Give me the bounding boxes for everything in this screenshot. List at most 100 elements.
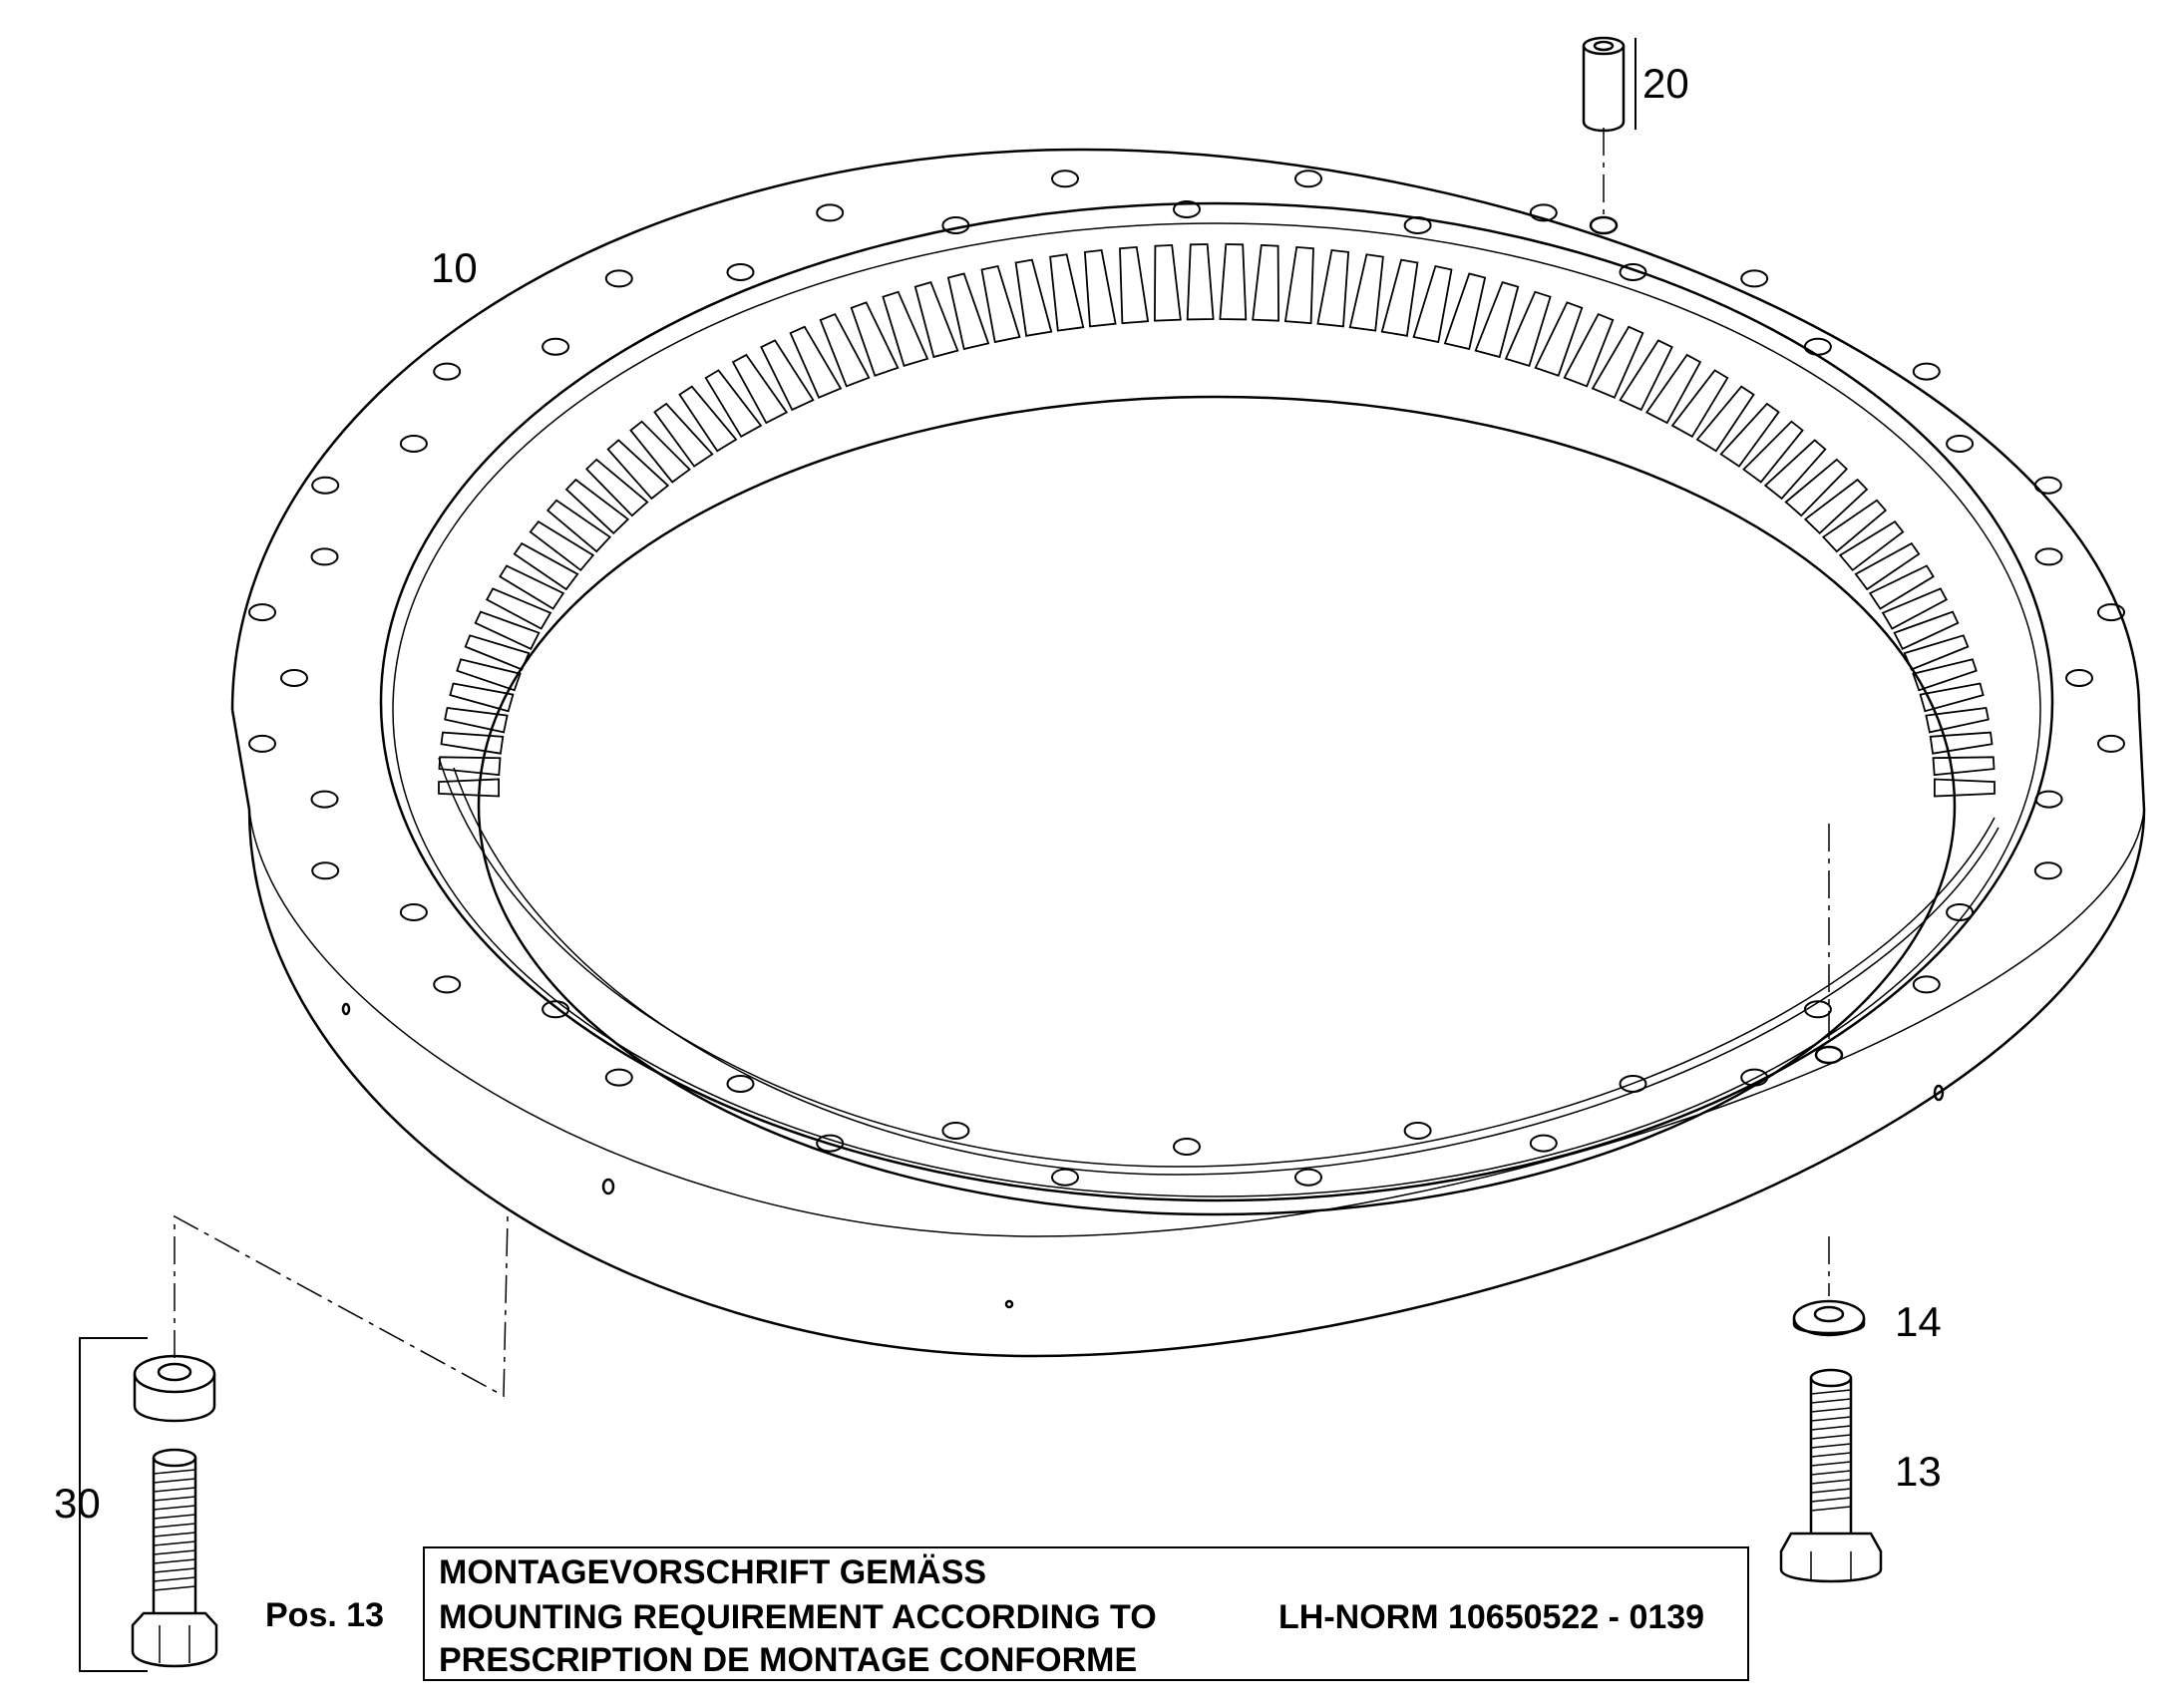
gear-tooth bbox=[1283, 245, 1314, 325]
assembly-center-line bbox=[174, 1214, 509, 1398]
slewing-ring bbox=[230, 148, 2146, 1358]
gear-tooth bbox=[545, 499, 612, 553]
bolt-hole bbox=[542, 337, 570, 356]
bolt-hole bbox=[311, 476, 340, 495]
gear-tooth bbox=[678, 385, 738, 453]
bolt-hole bbox=[1619, 263, 1647, 281]
gear-tooth bbox=[513, 541, 579, 591]
spacer-sleeve-top bbox=[133, 1354, 216, 1394]
bolt-thread bbox=[1810, 1416, 1852, 1422]
bolt-hole bbox=[433, 975, 462, 994]
gear-tooth bbox=[1932, 756, 1996, 777]
bolt-hole bbox=[1619, 1075, 1647, 1093]
bolt-hole bbox=[1403, 216, 1432, 234]
bolt-hole bbox=[1912, 362, 1941, 381]
bolt-hole bbox=[1803, 337, 1832, 356]
bolt-thread bbox=[1810, 1461, 1852, 1467]
gear-tooth bbox=[1534, 301, 1584, 377]
gear-tooth bbox=[731, 353, 789, 425]
bolt-hole bbox=[2097, 603, 2125, 622]
bolt-hole bbox=[2065, 669, 2093, 687]
callout-washer: 14 bbox=[1895, 1298, 1942, 1345]
bolt-thread bbox=[153, 1523, 196, 1529]
gear-tooth bbox=[1838, 520, 1905, 572]
bolt-thread bbox=[1810, 1398, 1852, 1404]
callout-bolt: 13 bbox=[1895, 1448, 1942, 1495]
gear-tooth bbox=[1083, 249, 1117, 328]
ring-inner-seam bbox=[438, 757, 1996, 1168]
gear-tooth bbox=[474, 610, 541, 650]
bolt-hole bbox=[399, 435, 428, 453]
gear-tooth bbox=[704, 369, 763, 439]
bolt-thread bbox=[1810, 1425, 1852, 1431]
bolt-hole bbox=[1529, 1134, 1558, 1153]
gear-tooth bbox=[913, 281, 959, 359]
side-hole bbox=[341, 1002, 351, 1016]
bolt-thread bbox=[153, 1514, 196, 1520]
gear-tooth bbox=[1893, 610, 1960, 650]
gear-tooth bbox=[1868, 564, 1935, 610]
bolt-hole bbox=[280, 669, 308, 687]
bolt-holes bbox=[248, 170, 2125, 1187]
bolt-hole bbox=[1403, 1122, 1432, 1140]
callout-pin: 20 bbox=[1642, 60, 1689, 107]
bolt-thread bbox=[1810, 1488, 1852, 1494]
note-line-german: MONTAGEVORSCHRIFT GEMÄSS bbox=[439, 1553, 987, 1591]
gear-tooth bbox=[1929, 731, 1994, 755]
gear-tooth bbox=[980, 264, 1021, 344]
gear-tooth bbox=[1153, 243, 1182, 322]
bolt-hole bbox=[726, 1075, 755, 1093]
bolt-thread bbox=[1810, 1407, 1852, 1413]
bolt-hole bbox=[604, 269, 633, 288]
gear-tooth bbox=[1380, 258, 1419, 337]
bolt-hole bbox=[1740, 269, 1769, 288]
bolt-thread bbox=[153, 1549, 196, 1555]
bolt-hole bbox=[248, 603, 276, 622]
bolt-hole bbox=[1294, 1168, 1322, 1187]
ring-inner-bore-line bbox=[392, 222, 2041, 1197]
gear-tooth bbox=[1670, 369, 1729, 439]
callout-ring: 10 bbox=[431, 244, 478, 291]
ring-outer-top-edge bbox=[230, 148, 2141, 711]
gear-tooth bbox=[1474, 281, 1520, 359]
bolt-thread bbox=[153, 1496, 196, 1502]
gear-tooth bbox=[1412, 264, 1453, 344]
bolt-thread bbox=[153, 1576, 196, 1582]
ring-outer-bottom-edge bbox=[247, 809, 2146, 1358]
gear-tooth bbox=[1316, 249, 1350, 328]
gear-tooth bbox=[789, 325, 843, 399]
gear-root-circle bbox=[477, 395, 1957, 1216]
bolt-hole bbox=[816, 203, 845, 222]
side-hole bbox=[1933, 1084, 1945, 1102]
bolt-hole bbox=[1803, 1000, 1832, 1019]
bolt-thread bbox=[1810, 1479, 1852, 1485]
gear-tooth bbox=[456, 658, 522, 692]
gear-tooth bbox=[850, 301, 900, 377]
gear-tooth bbox=[1252, 243, 1280, 322]
bolt-hole bbox=[433, 362, 462, 381]
side-hole bbox=[1004, 1299, 1014, 1309]
gear-tooth bbox=[1719, 402, 1780, 468]
ring-inner-bore-outer bbox=[379, 201, 2054, 1202]
gear-tooth bbox=[1912, 658, 1978, 692]
gear-tooth bbox=[760, 339, 815, 412]
gear-tooth bbox=[438, 756, 502, 777]
gear-tooth bbox=[499, 564, 565, 610]
gear-teeth bbox=[438, 243, 1996, 798]
gear-tooth bbox=[1119, 245, 1150, 325]
assembly-bracket bbox=[79, 1337, 148, 1672]
bolt-hole bbox=[399, 903, 428, 921]
gear-tooth bbox=[1443, 272, 1487, 351]
gear-tooth bbox=[1348, 253, 1384, 332]
gear-tooth bbox=[1049, 253, 1085, 332]
gear-tooth bbox=[1763, 439, 1827, 501]
bolt-thread bbox=[1810, 1443, 1852, 1449]
bolt-thread bbox=[1810, 1434, 1852, 1440]
side-hole bbox=[601, 1178, 615, 1196]
bolt-hole bbox=[1173, 200, 1201, 218]
gear-tooth bbox=[606, 439, 670, 501]
gear-tooth bbox=[1186, 243, 1215, 321]
gear-tooth bbox=[1563, 312, 1615, 388]
bolt-hole bbox=[1051, 170, 1079, 188]
